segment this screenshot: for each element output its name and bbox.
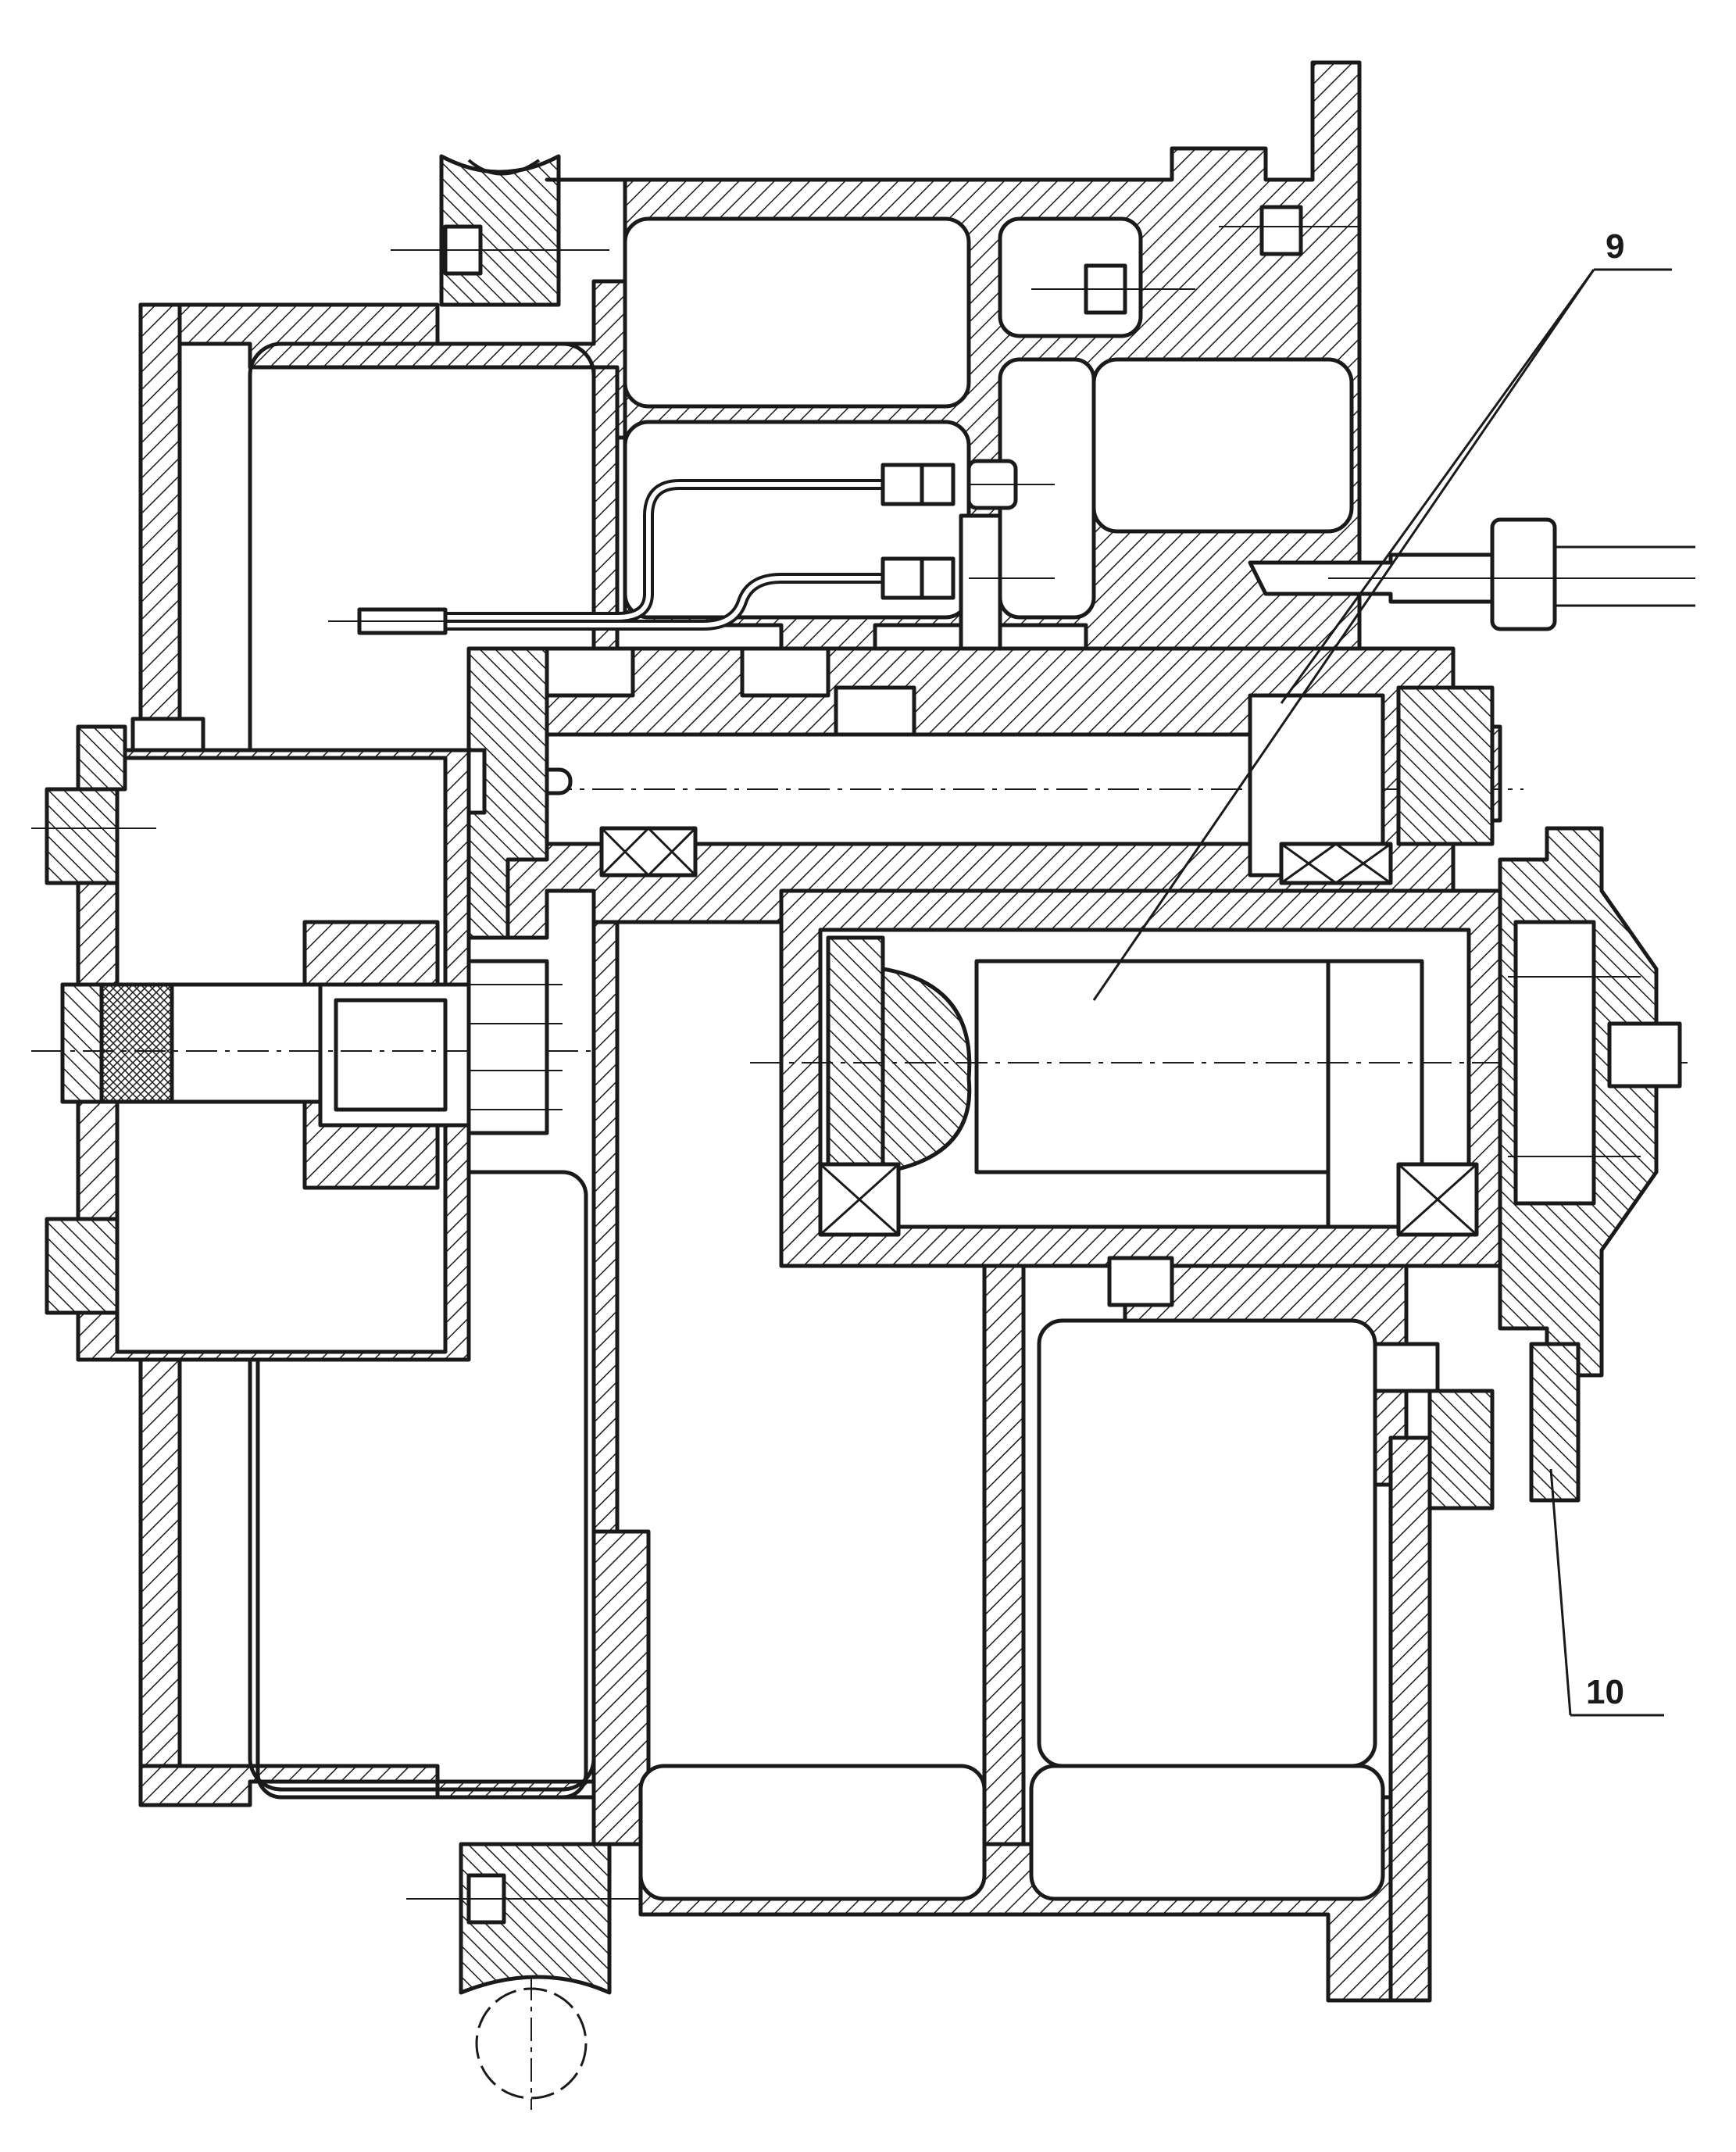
- upper-housing: [545, 60, 1362, 784]
- callout-label-9: 9: [1606, 227, 1624, 266]
- bottom-left-bolt: [406, 1842, 688, 2110]
- right-lower-housing: [638, 1264, 1432, 2003]
- left-housing: [138, 279, 651, 1846]
- left-gearbox: [31, 717, 594, 1362]
- callout-leaders: [1092, 268, 1672, 1717]
- right-end-cover: [1427, 826, 1682, 1510]
- shaft-housing: [438, 646, 1523, 940]
- right-adjusting-bolt: [1248, 517, 1695, 631]
- lubrication-pipes: [328, 459, 1055, 674]
- callout-label-10: 10: [1586, 1673, 1624, 1711]
- top-left-bolt: [391, 154, 609, 307]
